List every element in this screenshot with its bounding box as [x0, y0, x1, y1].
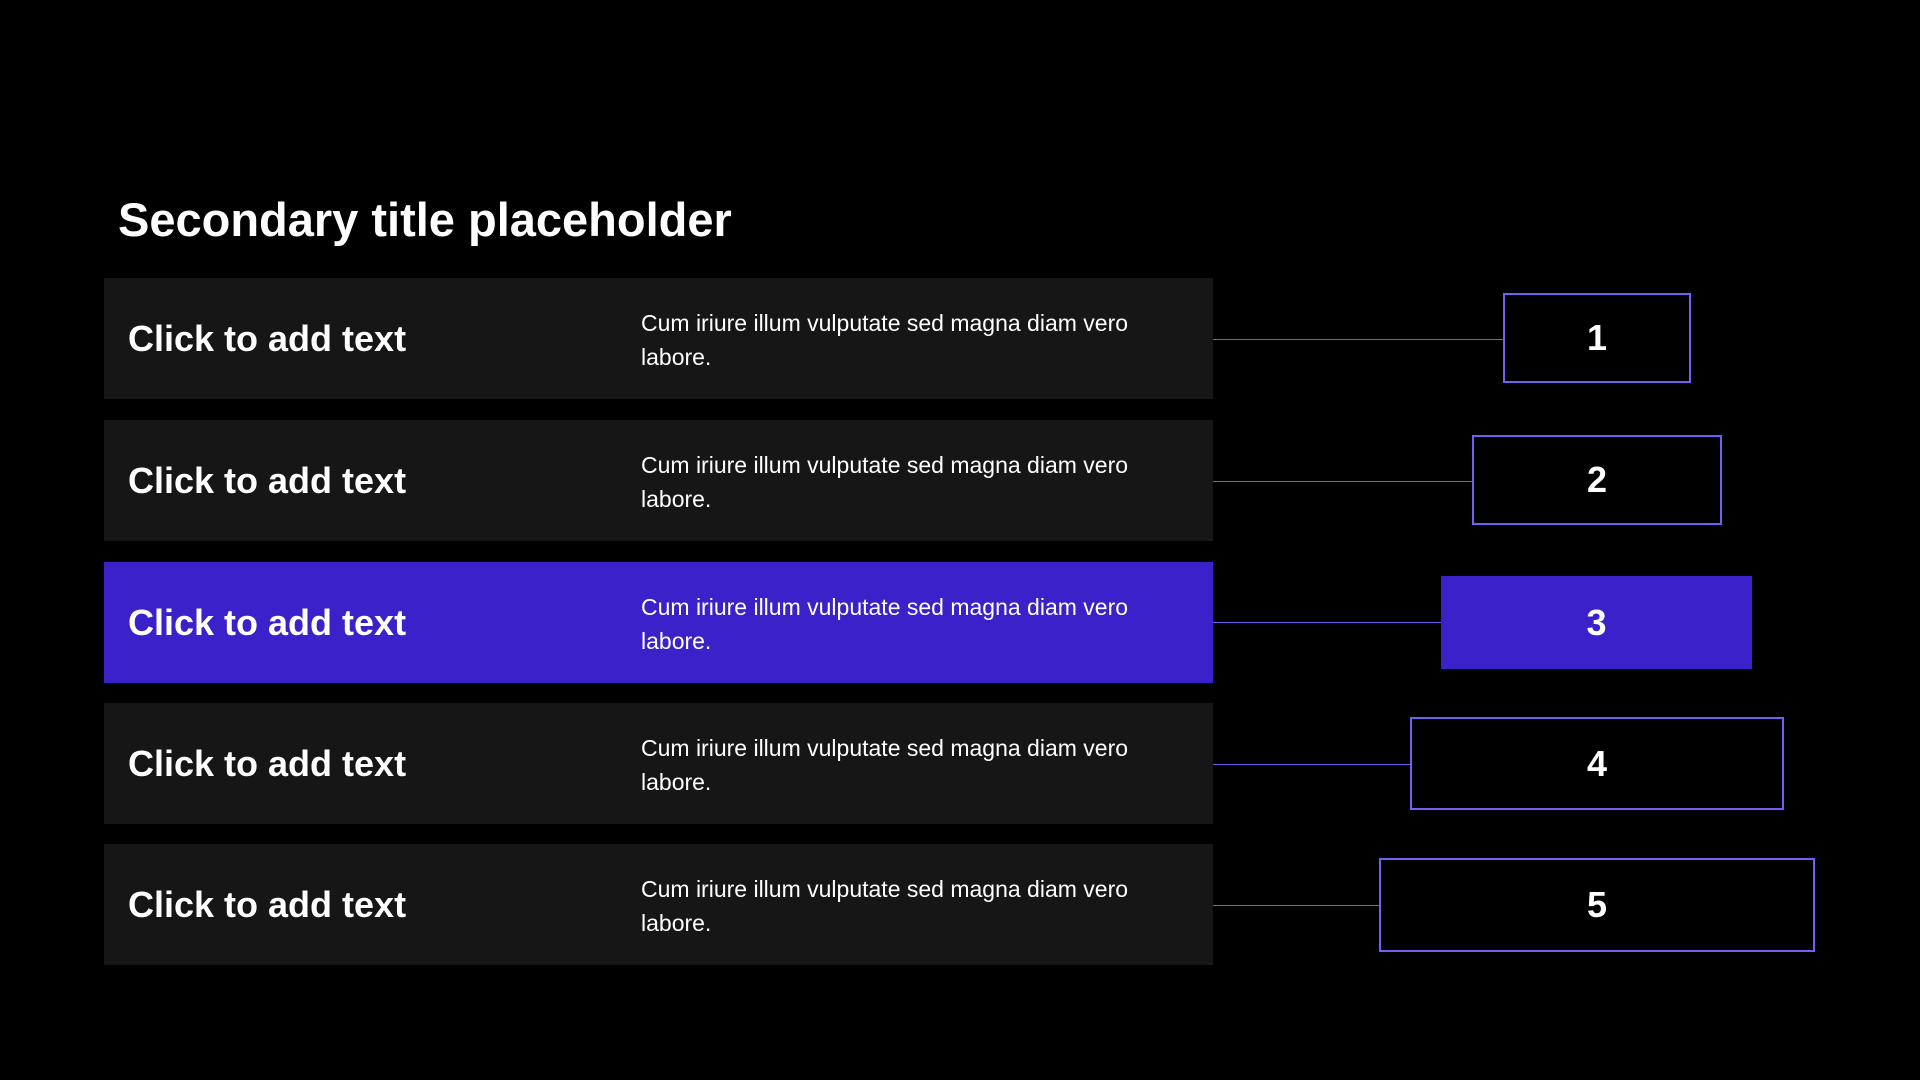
- connector-line-5: [1213, 905, 1379, 906]
- row-description-1[interactable]: Cum iriure illum vulputate sed magna dia…: [641, 310, 1129, 370]
- number-label-1: 1: [1586, 317, 1608, 358]
- row-label-5[interactable]: Click to add text: [128, 884, 407, 925]
- row-description-3[interactable]: Cum iriure illum vulputate sed magna dia…: [641, 594, 1129, 654]
- number-box-5: 5: [1379, 858, 1815, 952]
- slide-title[interactable]: Secondary title placeholder: [118, 193, 732, 246]
- connector-line-3: [1213, 622, 1441, 623]
- connector-line-4: [1213, 764, 1410, 765]
- number-box-3: 3: [1441, 576, 1752, 669]
- row-label-2[interactable]: Click to add text: [128, 460, 407, 501]
- list-row-3-highlighted: Click to add text Cum iriure illum vulpu…: [104, 562, 1213, 683]
- connector-line-2: [1213, 481, 1472, 482]
- row-description-2[interactable]: Cum iriure illum vulputate sed magna dia…: [641, 452, 1129, 512]
- row-description-4[interactable]: Cum iriure illum vulputate sed magna dia…: [641, 735, 1129, 795]
- number-label-3: 3: [1586, 601, 1607, 643]
- list-row-1: Click to add text Cum iriure illum vulpu…: [104, 278, 1213, 399]
- number-box-4: 4: [1410, 717, 1784, 810]
- list-row-4: Click to add text Cum iriure illum vulpu…: [104, 703, 1213, 824]
- row-label-1[interactable]: Click to add text: [128, 318, 407, 359]
- number-label-2: 2: [1586, 459, 1608, 500]
- list-row-2: Click to add text Cum iriure illum vulpu…: [104, 420, 1213, 541]
- number-label-5: 5: [1586, 884, 1608, 925]
- list-row-5: Click to add text Cum iriure illum vulpu…: [104, 844, 1213, 965]
- number-box-1: 1: [1503, 293, 1691, 383]
- row-label-3[interactable]: Click to add text: [128, 602, 407, 643]
- connector-line-1: [1213, 339, 1503, 340]
- number-label-4: 4: [1586, 742, 1608, 784]
- number-box-2: 2: [1472, 435, 1722, 525]
- row-description-5[interactable]: Cum iriure illum vulputate sed magna dia…: [641, 876, 1129, 936]
- row-label-4[interactable]: Click to add text: [128, 743, 407, 784]
